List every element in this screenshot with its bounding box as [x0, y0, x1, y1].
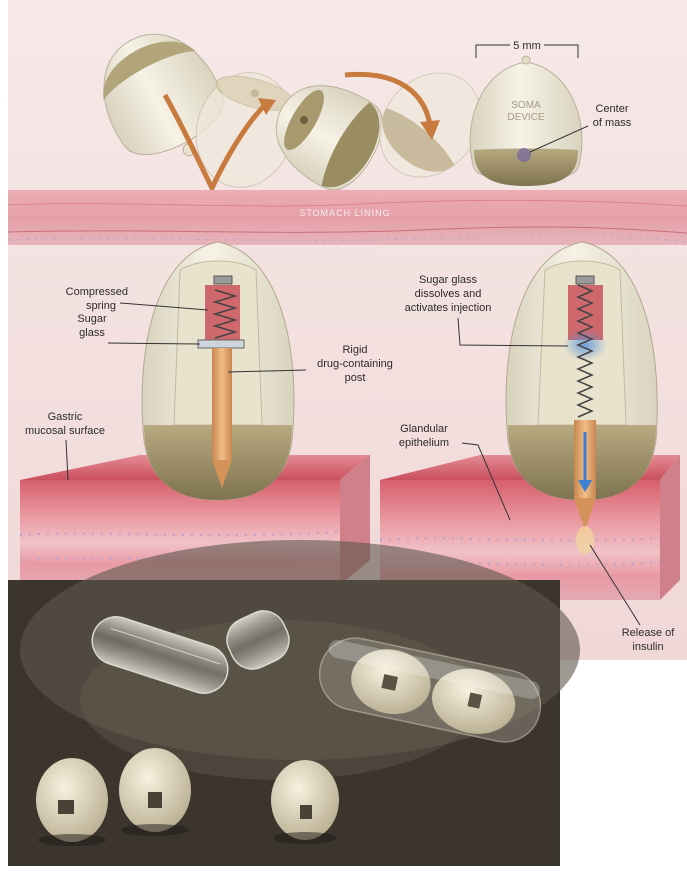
- glandular-label-1: Glandular: [400, 423, 448, 435]
- capsule-photo: [8, 540, 580, 866]
- stomach-lining-label: STOMACH LINING: [299, 208, 390, 218]
- device-label-line2: DEVICE: [507, 112, 545, 123]
- sugar-dissolves-label-3: activates injection: [405, 302, 492, 314]
- right-tissue-side: [660, 455, 680, 600]
- compressed-spring-label-1: Compressed: [66, 286, 128, 298]
- gastric-label-1: Gastric: [48, 411, 83, 423]
- rigid-post-label-2: drug-containing: [317, 358, 393, 370]
- release-label-2: insulin: [632, 641, 663, 653]
- compressed-spring-label-2: spring: [86, 300, 116, 312]
- rigid-post-label-1: Rigid: [342, 344, 367, 356]
- right-spring-cap: [576, 276, 594, 284]
- stomach-lining-band: STOMACH LINING: [8, 190, 687, 245]
- release-label-1: Release of: [622, 627, 676, 639]
- sugar-dissolves-label-2: dissolves and: [415, 288, 482, 300]
- center-of-mass-label-1: Center: [595, 103, 628, 115]
- rigid-post-label-3: post: [345, 372, 366, 384]
- dissolving-glow: [563, 329, 607, 361]
- scale-label: 5 mm: [513, 40, 541, 52]
- left-drug-post: [212, 348, 232, 460]
- center-of-mass-marker: [517, 148, 531, 162]
- sugar-dissolves-label-1: Sugar glass: [419, 274, 478, 286]
- glandular-label-2: epithelium: [399, 437, 449, 449]
- center-of-mass-label-2: of mass: [593, 117, 632, 129]
- sugar-glass-label-2: glass: [79, 327, 105, 339]
- insulin-release-glow: [576, 526, 594, 554]
- left-sugar-glass: [198, 340, 244, 348]
- device-label-line1: SOMA: [511, 100, 541, 111]
- sugar-glass-label-1: Sugar: [77, 313, 107, 325]
- left-spring-cap: [214, 276, 232, 284]
- gastric-label-2: mucosal surface: [25, 425, 105, 437]
